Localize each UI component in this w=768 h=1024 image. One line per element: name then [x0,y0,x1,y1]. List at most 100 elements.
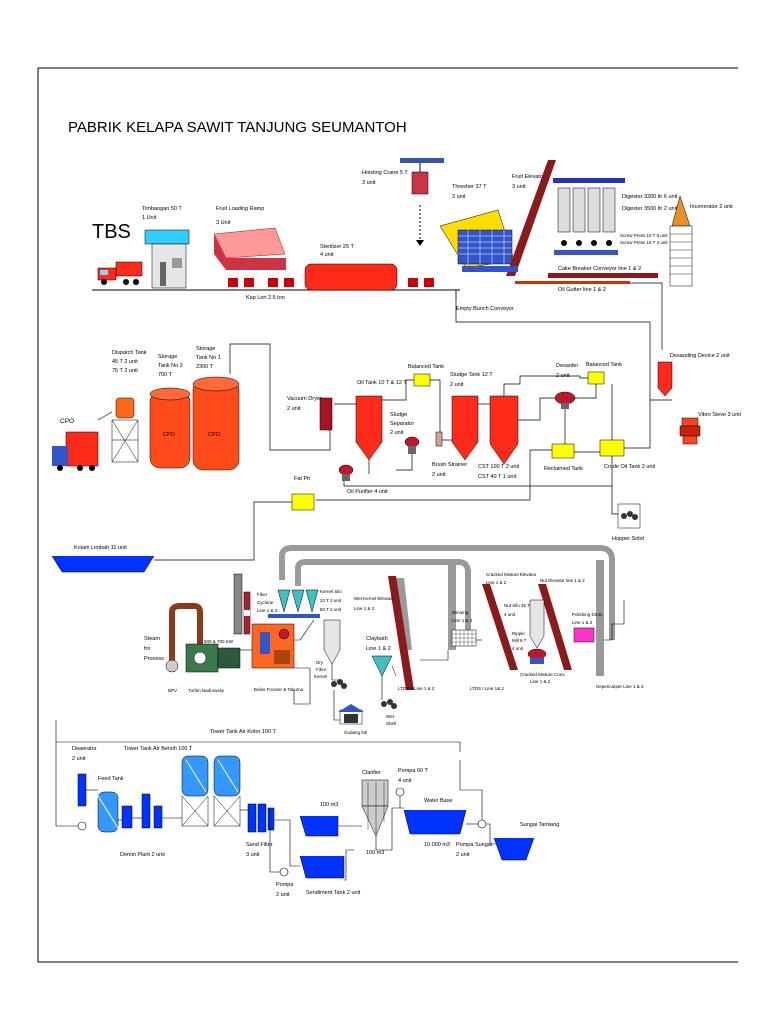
digester-label-2: Digester 3500 ltr 2 unit [622,206,678,212]
balanced-tank-label-2: Balanced Tank [586,362,622,368]
crude-oil-tank-label: Crude Oil Tank 2 unit [604,464,656,470]
sand-filter-icon [247,803,275,833]
kap-lori-label: Kap Lori 2.5 ton [246,295,285,301]
storage-2-label-a: Storage [158,354,177,360]
thresher-base [462,266,518,272]
nut-silo [529,599,545,649]
nut-elevator [538,584,572,670]
tower-bersih-label: Tower Tank Air Bersih 100 T [124,746,193,752]
dry-fibre-label-1: Dry [316,660,324,665]
kolam-limbah-pond [51,555,155,573]
pompa-label-1: Pompa [276,882,294,888]
sterilizer-vessel [304,263,398,291]
press-base [554,250,618,255]
cpo-truck-label: CPO [60,418,74,425]
wet-kernel-elevator [396,578,412,650]
steam-label-2: for [144,646,151,652]
hopper-solid-icon [617,503,641,529]
water-tank-a [299,815,339,837]
fibre-ducts [279,545,615,640]
kernel-silo-label-1: Kernel Silo [320,589,342,594]
kernel-pile-icon [331,679,347,689]
vacuum-dryer-label: Vacuum Dryer [287,396,322,402]
oil-purifier-label: Oil Purifier 4 unit [347,489,388,495]
pompa-60-icon [395,787,405,797]
polishing-drum [573,627,595,643]
fruit-elevator-conveyor [506,160,556,276]
tower-kotor-label: Tower Tank Air Kotor 100 T [210,729,276,735]
sungai-river [493,837,535,861]
feed-tank-label: Feed Tank [98,776,124,782]
loading-ramp-label: Fruit Loading Ramp [216,206,264,212]
cst-label-2: CST 40 T 1 unit [478,474,517,480]
fruit-elevator-label: Fruit Elevator [512,174,545,180]
hoisting-label: Hoisting Crane 5 T [362,170,408,176]
sediment-pump-icon [279,867,289,877]
screw-press-label-2: Screw Press 15 T 2 unit [620,240,668,245]
boiler-label: Boiler Frosser & Takuma [254,687,304,692]
storage-feed-pipe [229,343,331,451]
tower-tanks [181,755,241,827]
winnowing-label-1: Winoing [452,610,469,615]
tbs-label: TBS [92,221,131,243]
feed-tank-icon [97,791,119,833]
kernel-silo [323,619,341,665]
incenerator-label: Incenerator 2 unit [690,204,733,210]
hoisting-unit: 3 unit [362,180,376,186]
cracked-mixture-label-1: Cracked Mixture Elevator [486,572,537,577]
sludge-tank-unit: 2 unit [450,382,464,388]
timbangan-unit: 1 Unit [142,215,157,221]
vibro-sieve-label: Vibro Sieve 3 unit [698,412,741,418]
effluent-pipe [154,501,292,561]
loading-ramp-icon [213,227,286,270]
oil-gutter [515,281,630,284]
desanter-label: Desanter [556,363,578,369]
weighbridge-building [144,229,190,289]
dispatch-label-2: 45 T 2 unit [112,359,138,365]
sludge-separator-label-1: Sludge [390,412,407,418]
pompa-60-label-2: 4 unit [398,778,412,784]
sediment-tank-label: Sendiment Tank 2 unit [306,890,361,896]
balanced-tank-1 [413,373,431,387]
incenerator-icon [669,195,693,287]
desanter-icon [554,391,576,409]
oil-gutter-label: Oil Gutter line 1 & 2 [558,287,606,293]
cst-label-1: CST 100 T 2 unit [478,464,520,470]
continuous-settling-tank [489,395,519,465]
wet-kernel-label-2: Line 1 & 2 [354,606,375,611]
ripple-mill-label-1: Ripple [512,631,525,636]
kernel-silo-label-2: 22 T 2 unit [320,598,342,603]
clarifier-label: Clarifier [362,770,381,776]
sludge-separator-icon [404,436,420,454]
polishing-drum-label-2: Line 1 & 2 [572,620,593,625]
ltds-1-label: LTDS I Line 1& 2 [470,686,504,691]
kernel-silo-label-3: 50 T 2 unit [320,607,342,612]
wet-shell-label-2: Shell [386,721,396,726]
reclaimed-tank [551,443,575,459]
demin-plant-label: Demin Plant 2 unit [120,852,165,858]
dispatch-tank-tower [111,397,139,463]
winnowing-label-2: Line 1 & 2 [452,618,473,623]
desanding-label: Desanding Device 2 unit [670,353,730,359]
turbine-icon [185,643,241,673]
ripple-mill-label-2: Mill 6 T [512,638,527,643]
balanced-tank-label-1: Balanced Tank [408,364,444,370]
timbangan-label: Timbangan 50 T [142,206,182,212]
sludge-tank-label: Sludge Tank 12 T [450,372,493,378]
dry-fibre-label-2: Fibre [316,667,327,672]
sediment-tank [299,855,345,879]
sungai-label: Sungai Tamiang [520,822,559,828]
fibre-cyclones [277,589,319,613]
winnowing-column [448,560,456,650]
steam-header-icon [165,603,203,673]
gudang-inti-icon [338,704,364,725]
nut-elevator-label: Nut Elevator line 1 & 2 [540,578,585,583]
storage-2-label-c: 700 T [158,372,173,378]
cpo-tank-label-1: CPO [208,432,221,438]
truck-icon [97,261,143,285]
wet-kernel-elevator-belt [388,576,414,690]
digester-row [557,187,616,246]
dry-fibre-label-3: Kernel [314,674,327,679]
water-base-pond [403,809,467,835]
thresher-icon [439,209,515,269]
